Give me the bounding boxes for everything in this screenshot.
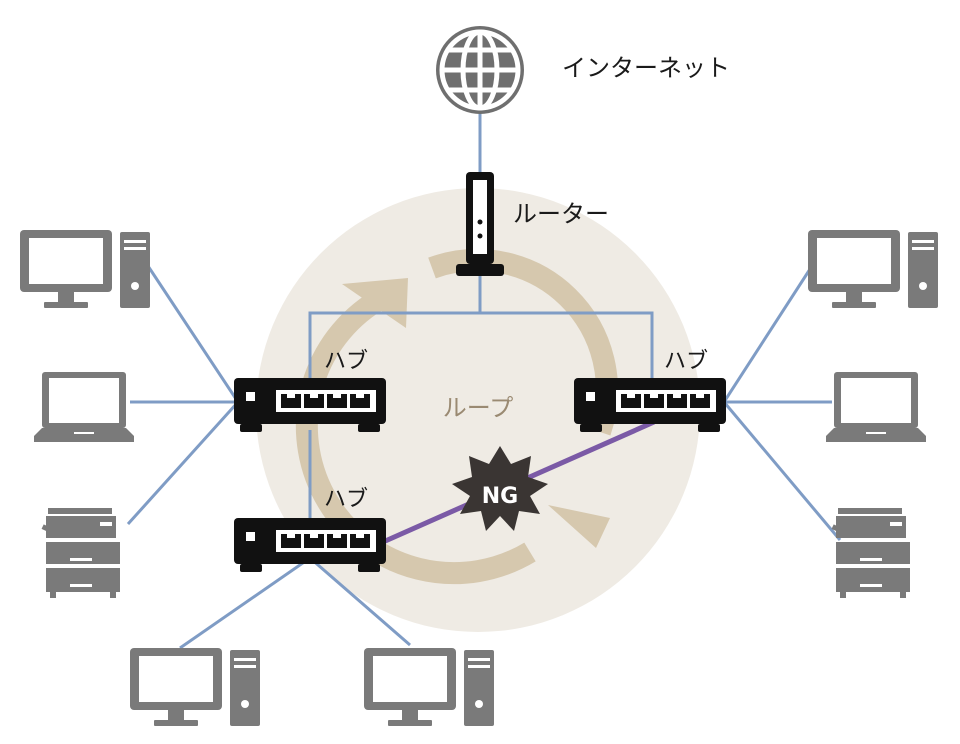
router-label: ルーター xyxy=(513,200,609,228)
loop-arrow-left-arc xyxy=(295,290,536,585)
desktop-pc-icon xyxy=(808,230,938,308)
printer-icon xyxy=(41,508,120,598)
hub-left-top-label: ハブ xyxy=(324,349,368,374)
globe-icon xyxy=(436,26,524,114)
hub-left-bottom-icon xyxy=(234,518,386,572)
laptop-icon xyxy=(34,372,134,442)
laptop-icon xyxy=(826,372,926,442)
ng-burst-icon xyxy=(452,446,548,531)
hub-right-label: ハブ xyxy=(664,349,708,374)
printer-icon xyxy=(831,508,910,598)
hub-left-top-icon xyxy=(234,378,386,432)
network-links xyxy=(126,112,842,650)
ng-label: NG xyxy=(482,484,518,509)
internet-label: インターネット xyxy=(562,54,730,82)
loop-arrow-left-head xyxy=(342,278,408,328)
router-icon xyxy=(456,172,504,276)
desktop-pc-icon xyxy=(20,230,150,308)
loop-arrow-right-head xyxy=(548,505,610,548)
desktop-pc-icon xyxy=(364,648,494,726)
desktop-pc-icon xyxy=(130,648,260,726)
hub-right-icon xyxy=(574,378,726,432)
hub-left-bottom-label: ハブ xyxy=(324,487,368,512)
loop-label: ループ xyxy=(443,394,514,422)
